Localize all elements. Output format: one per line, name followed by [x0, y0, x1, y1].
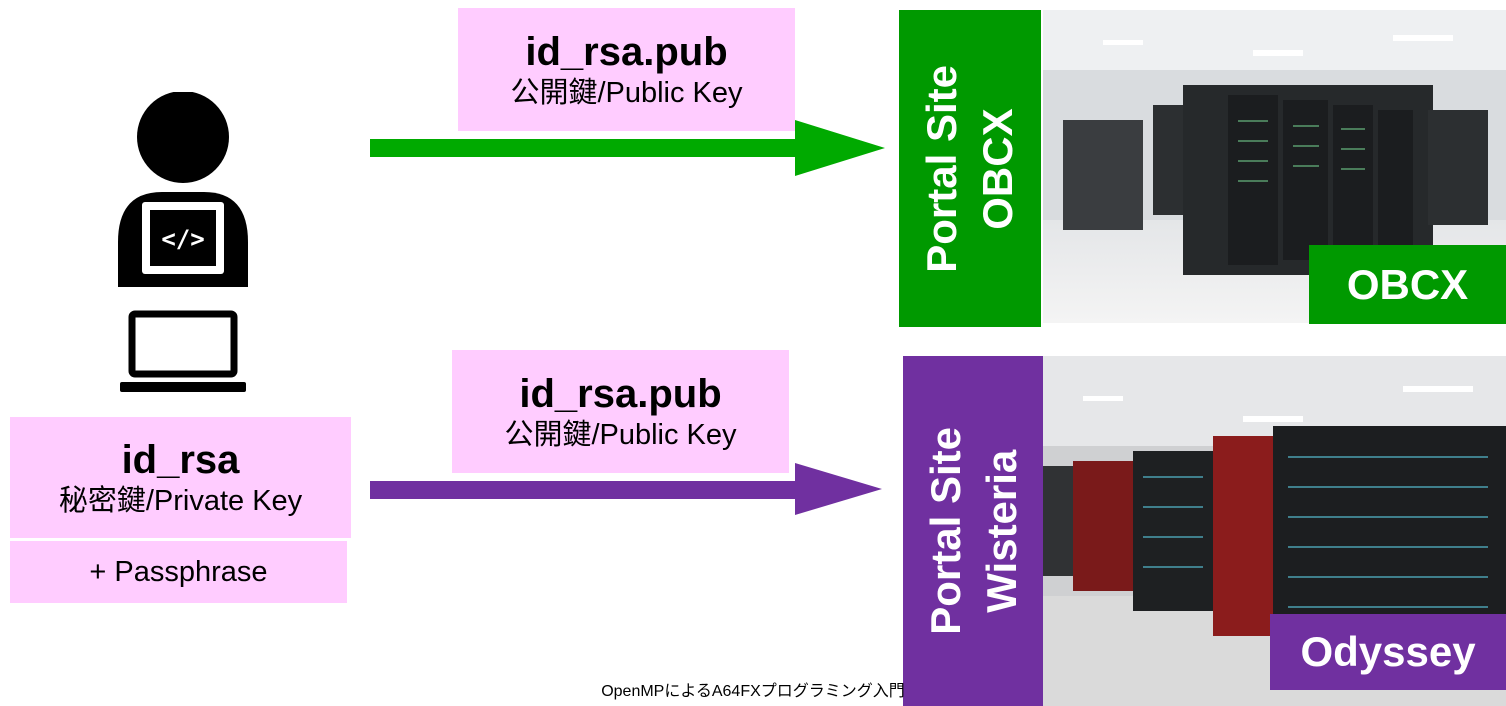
- public-key-box-obcx: id_rsa.pub 公開鍵/Public Key: [458, 8, 795, 131]
- private-key-subtitle: 秘密鍵/Private Key: [58, 484, 303, 517]
- code-symbol: </>: [161, 225, 204, 253]
- footer-caption: OpenMPによるA64FXプログラミング入門: [601, 683, 905, 700]
- public-key-subtitle: 公開鍵/Public Key: [510, 76, 743, 109]
- portal-line2: OBCX: [974, 107, 1021, 230]
- portal-line2: Wisteria: [978, 449, 1025, 613]
- portal-line1: Portal Site: [918, 64, 965, 273]
- public-key-title: id_rsa.pub: [525, 29, 728, 74]
- odyssey-machine-label: Odyssey: [1270, 614, 1506, 690]
- arrow-to-wisteria: [370, 463, 882, 515]
- user-with-laptop-icon: </>: [118, 92, 248, 392]
- public-key-subtitle: 公開鍵/Public Key: [504, 418, 737, 451]
- laptop-icon: [128, 310, 238, 378]
- user-head: [137, 92, 229, 183]
- arrow-to-obcx: [370, 120, 885, 176]
- private-key-title: id_rsa: [121, 437, 240, 482]
- private-key-box: id_rsa 秘密鍵/Private Key: [10, 417, 351, 538]
- passphrase-box: + Passphrase: [10, 541, 347, 603]
- passphrase-label: + Passphrase: [89, 556, 268, 588]
- obcx-machine-label: OBCX: [1309, 245, 1506, 324]
- public-key-box-wisteria: id_rsa.pub 公開鍵/Public Key: [452, 350, 789, 473]
- portal-line1: Portal Site: [922, 427, 969, 635]
- public-key-title: id_rsa.pub: [519, 371, 722, 416]
